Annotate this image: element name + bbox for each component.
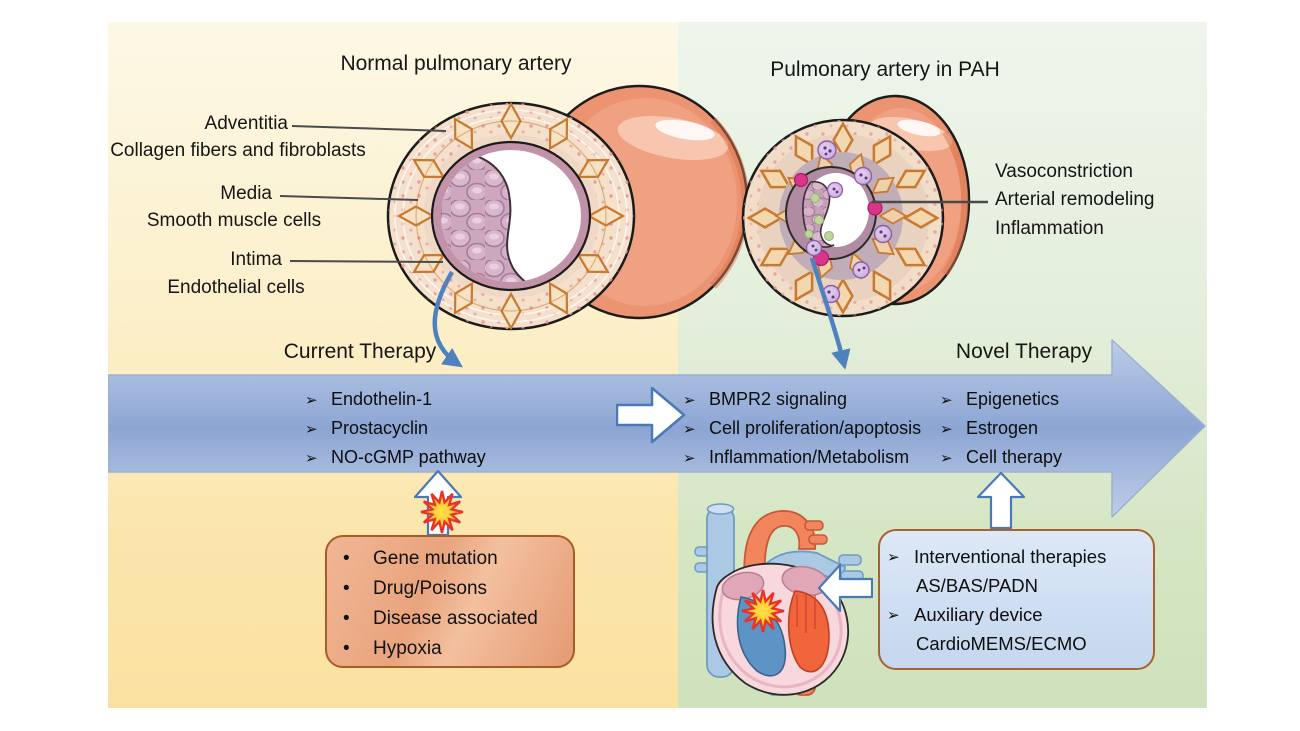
therapy-item: ➢Cell proliferation/apoptosis [683, 418, 922, 438]
arrow-bullet-icon: ➢ [305, 449, 318, 467]
label-intima: Intima [230, 249, 282, 270]
arrow-bullet-icon: ➢ [305, 391, 318, 409]
label-media: Media [220, 183, 272, 204]
label-inflammation: Inflammation [995, 218, 1104, 239]
intervention-subitem: CardioMEMS/ECMO [916, 632, 1087, 654]
label-intima-desc: Endothelial cells [167, 277, 305, 298]
intervention-subitem: AS/BAS/PADN [916, 574, 1039, 596]
novel-therapy-label: Novel Therapy [955, 340, 1093, 363]
right-panel-title: Pulmonary artery in PAH [770, 58, 1000, 81]
label-adventitia-desc: Collagen fibers and fibroblasts [110, 140, 366, 161]
therapy-item: ➢Estrogen [940, 418, 1039, 438]
novel-therapy-list-col1: ➢BMPR2 signaling ➢Cell proliferation/apo… [683, 385, 921, 472]
cause-item: •Drug/Poisons [343, 578, 488, 599]
arrow-bullet-icon: ➢ [683, 420, 696, 438]
causes-starburst [420, 490, 464, 534]
heart-left-arrow [818, 563, 873, 613]
cause-item: •Gene mutation [343, 548, 498, 569]
dot-bullet-icon: • [343, 638, 350, 659]
banner-transition-arrow [616, 386, 686, 444]
normal-artery-illustration [386, 84, 750, 331]
novel-therapy-list-col2: ➢Epigenetics ➢Estrogen ➢Cell therapy [940, 385, 1062, 472]
pah-causes-box: •Gene mutation •Drug/Poisons •Disease as… [325, 535, 575, 668]
arrow-bullet-icon: ➢ [683, 391, 696, 409]
intervention-item: ➢Interventional therapies [887, 545, 1107, 567]
arrow-bullet-icon: ➢ [305, 420, 318, 438]
label-vasoconstriction: Vasoconstriction [995, 161, 1133, 182]
injury-starburst [741, 589, 785, 633]
current-therapy-list: ➢Endothelin-1 ➢Prostacyclin ➢NO-cGMP pat… [305, 385, 486, 472]
current-therapy-label: Current Therapy [283, 340, 437, 363]
therapy-item: ➢Endothelin-1 [305, 389, 433, 409]
cause-item: •Disease associated [343, 608, 538, 629]
dot-bullet-icon: • [343, 608, 350, 629]
dot-bullet-icon: • [343, 548, 350, 569]
left-panel-title: Normal pulmonary artery [340, 52, 572, 75]
interventions-box: ➢Interventional therapies AS/BAS/PADN ➢A… [878, 529, 1155, 670]
therapy-item: ➢Cell therapy [940, 447, 1063, 467]
therapy-item: ➢Inflammation/Metabolism [683, 447, 910, 467]
therapy-item: ➢NO-cGMP pathway [305, 447, 486, 467]
therapy-item: ➢Epigenetics [940, 389, 1060, 409]
cause-item: •Hypoxia [343, 638, 442, 659]
arrow-bullet-icon: ➢ [887, 606, 900, 624]
therapy-item: ➢Prostacyclin [305, 418, 429, 438]
label-arterial-remodeling: Arterial remodeling [995, 189, 1155, 210]
arrow-bullet-icon: ➢ [683, 449, 696, 467]
intervention-item: ➢Auxiliary device [887, 603, 1043, 625]
label-media-desc: Smooth muscle cells [146, 210, 322, 231]
arrow-bullet-icon: ➢ [940, 420, 953, 438]
dot-bullet-icon: • [343, 578, 350, 599]
label-adventitia: Adventitia [204, 113, 288, 134]
pah-artery-illustration [741, 94, 971, 318]
arrow-bullet-icon: ➢ [887, 548, 900, 566]
heart-illustration [694, 503, 864, 696]
therapy-item: ➢BMPR2 signaling [683, 389, 848, 409]
arrow-bullet-icon: ➢ [940, 449, 953, 467]
interventions-up-arrow [977, 472, 1025, 530]
arrow-bullet-icon: ➢ [940, 391, 953, 409]
